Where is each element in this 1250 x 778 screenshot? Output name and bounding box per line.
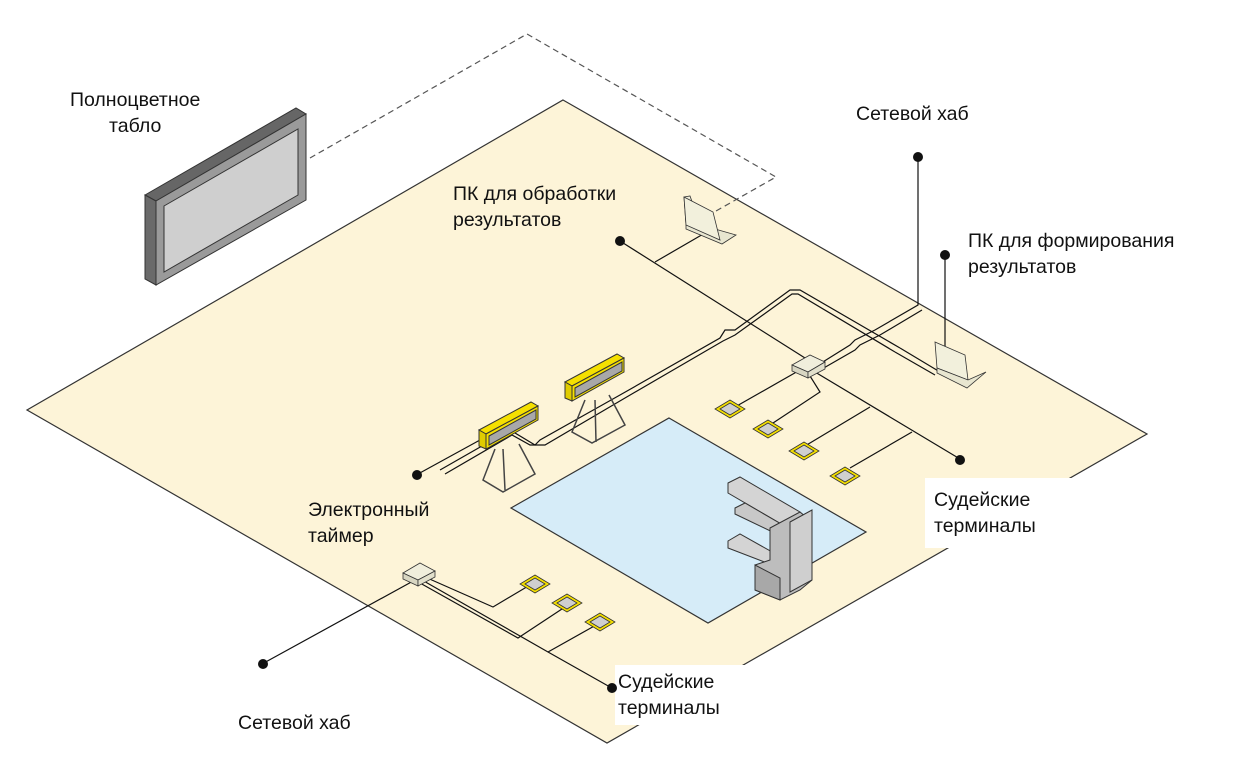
label-processing-pc: ПК для обработки результатов	[453, 183, 617, 231]
label-forming-pc: ПК для формирования результатов	[968, 230, 1175, 278]
terminal-icon	[551, 593, 583, 613]
label-timer: Электронный таймер	[308, 499, 430, 547]
hub-icon	[402, 562, 436, 587]
terminal-icon	[829, 466, 861, 486]
wireless-link	[309, 33, 778, 212]
label-mask-bottom	[615, 665, 780, 725]
laptop-icon	[934, 341, 987, 389]
timer-display-icon	[477, 401, 540, 493]
terminal-icon	[584, 612, 616, 632]
terminal-icon	[788, 441, 820, 461]
laptop-icon	[683, 195, 737, 245]
label-judge-terminals-right: Судейские терминалы	[934, 489, 1036, 537]
cable-network	[261, 160, 961, 688]
label-network-hub-bottom: Сетевой хаб	[238, 712, 351, 734]
terminal-icon	[714, 399, 746, 419]
label-network-hub-top: Сетевой хаб	[856, 103, 969, 125]
timer-display-icon	[563, 353, 627, 444]
diving-tower-icon	[727, 476, 813, 601]
label-scoreboard: Полноцветное табло	[70, 89, 201, 137]
display-icon	[143, 107, 307, 286]
label-judge-terminals-bottom: Судейские терминалы	[618, 671, 720, 719]
terminal-icon	[519, 574, 551, 594]
terminal-icon	[752, 419, 784, 439]
hub-icon	[791, 354, 826, 379]
label-mask-right	[925, 478, 1085, 548]
floor	[25, 99, 1149, 744]
